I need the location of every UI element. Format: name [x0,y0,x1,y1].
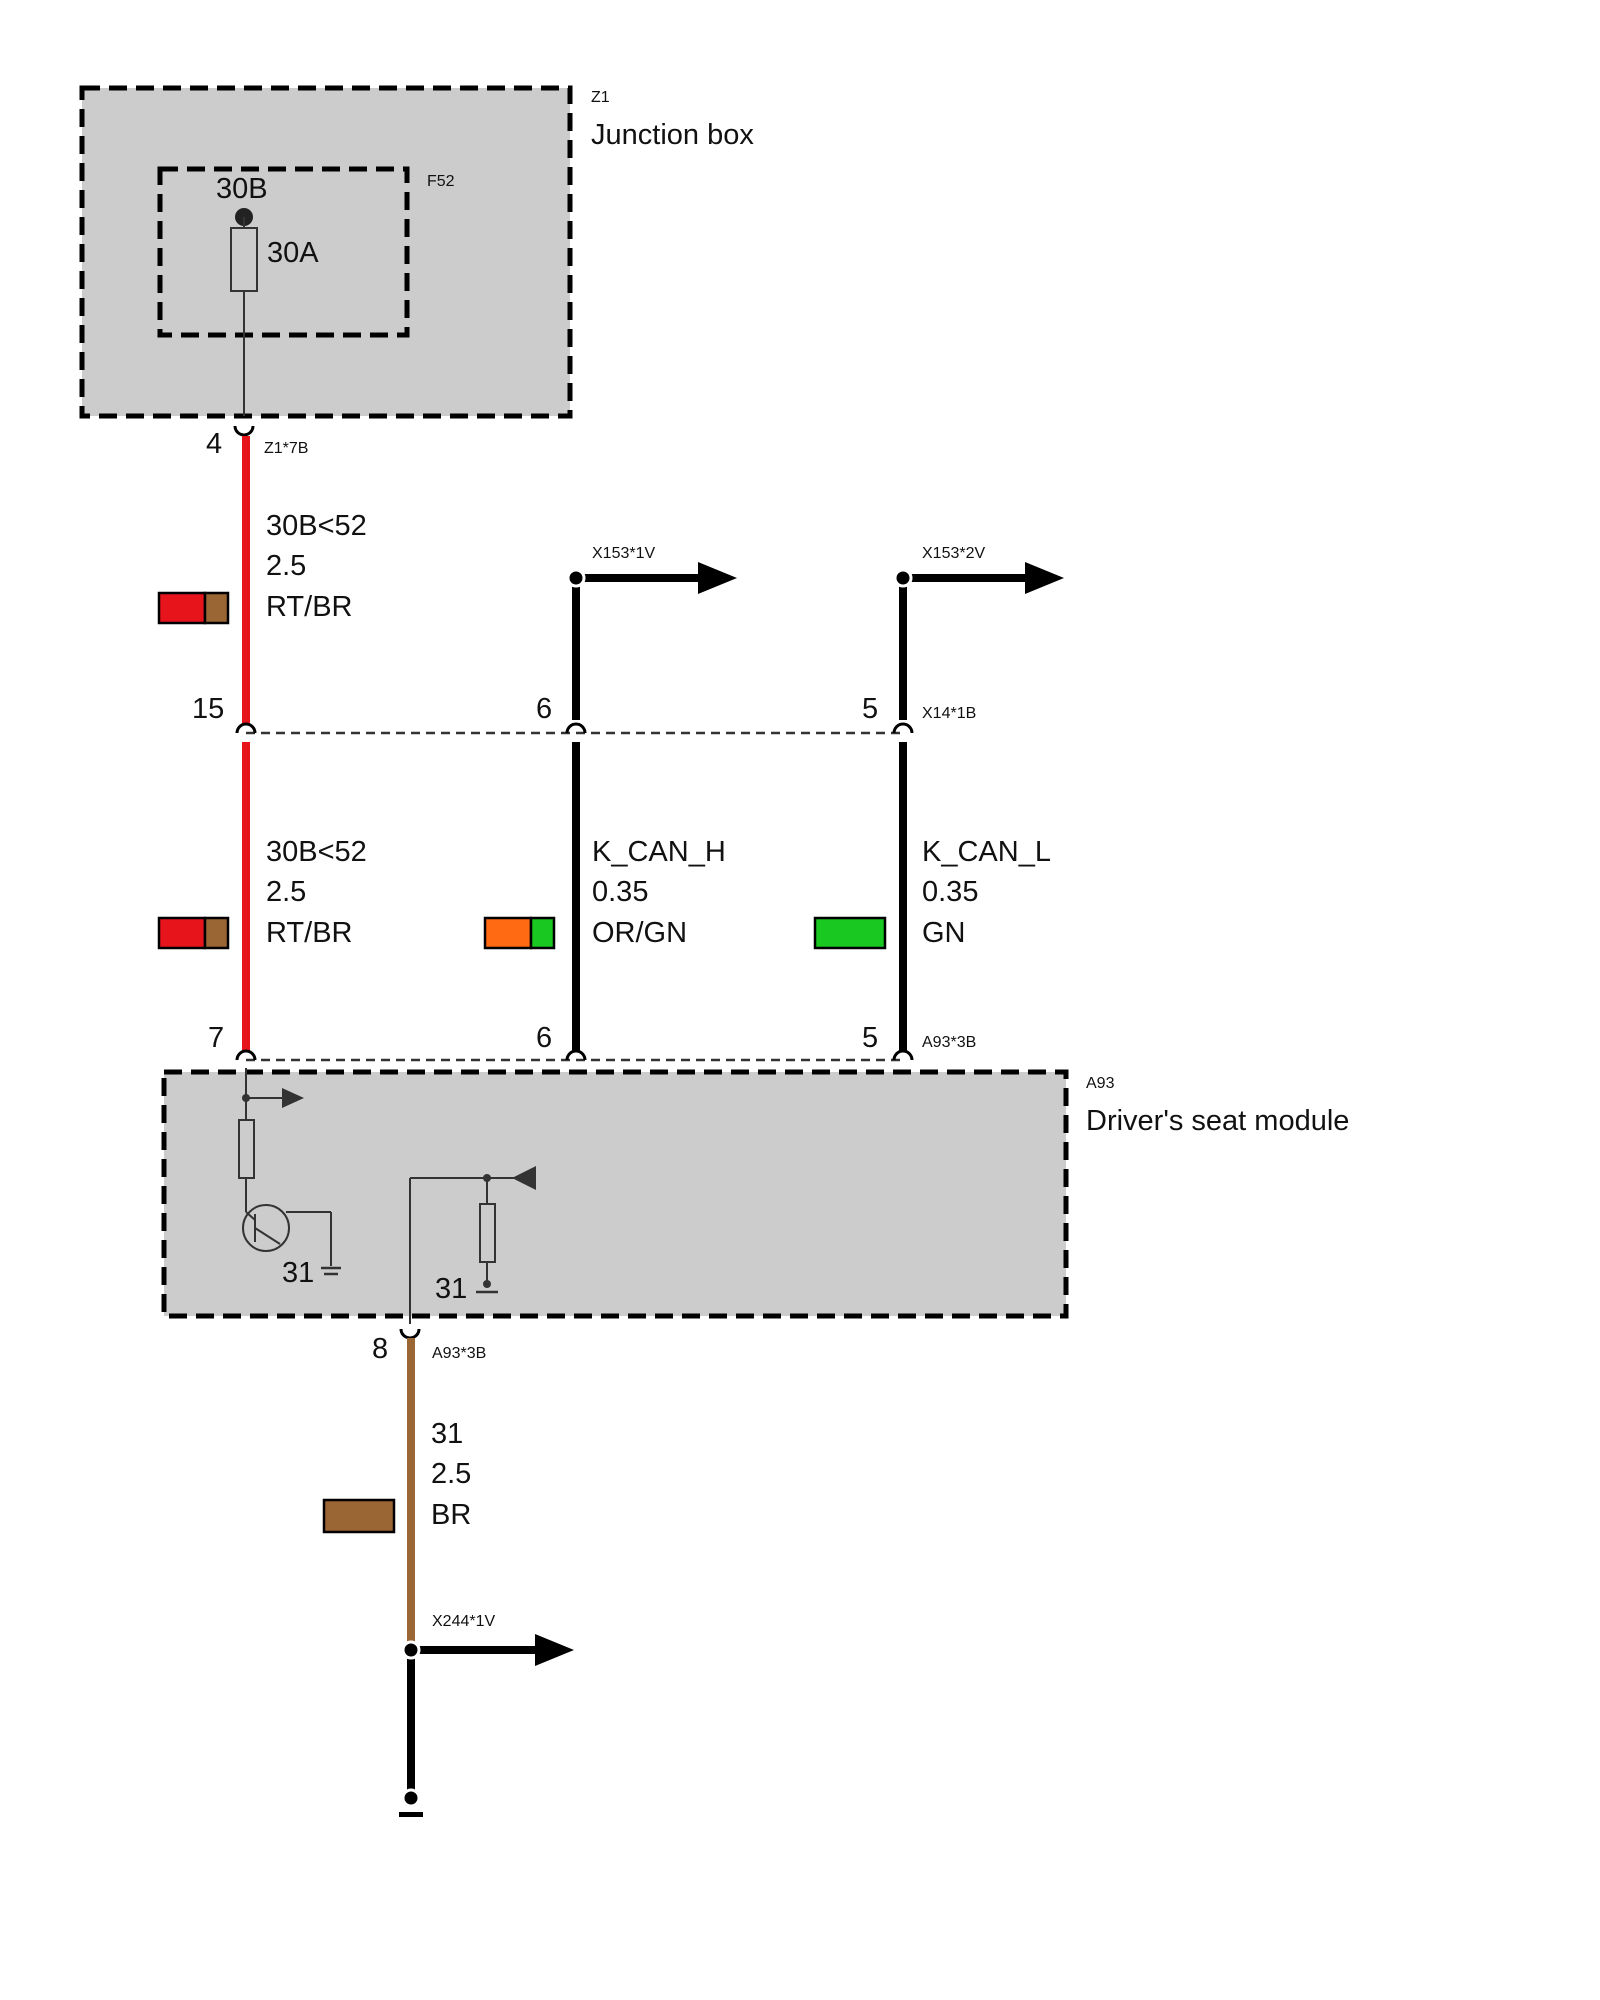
wire-can-h: K_CAN_H 0.35 OR/GN [483,742,726,1052]
connector-z1-id: Z1*7B [264,440,308,457]
wire-can-l-gauge: 0.35 [922,876,978,908]
ground-right-label: 31 [435,1273,467,1305]
connector-a93-pin-symbol-6 [565,1049,587,1061]
connector-z1-7b: 4 Z1*7B [206,425,308,460]
wire-can-h-signal: K_CAN_H [592,836,726,868]
drivers-seat-module-frame [161,1069,1069,1319]
drivers-seat-module-name: Driver's seat module [1086,1105,1349,1137]
ground-left-label: 31 [282,1257,314,1289]
wire-can-l: K_CAN_L 0.35 GN [813,742,1051,1052]
connector-x14-pin-symbol-15 [235,722,257,734]
junction-box-id: Z1 [591,89,610,106]
fuse-terminal-label: 30B [216,173,268,205]
input-arrow-icon [512,1166,536,1190]
transistor-icon [242,1204,290,1252]
connector-a93-pin-symbol-7 [235,1049,257,1061]
wire-power-upper-signal: 30B<52 [266,510,367,542]
can-h-branch-arrow-icon [698,562,737,594]
wire-ground-gauge: 2.5 [431,1458,471,1490]
input-circuit-left: 31 [238,1068,341,1289]
wire-color-swatch-red [157,591,207,625]
input-circuit-right: 31 [409,1166,536,1324]
connector-x14-pin-can-l: 5 [862,693,878,725]
chassis-ground-icon [399,1812,423,1817]
connector-x14-id: X14*1B [922,705,976,722]
transistor-collector [245,1211,256,1221]
wire-color-swatch-red [157,916,207,950]
connector-a93-pin-symbol-5 [892,1049,914,1061]
can-l-branch-arrow-icon [1025,562,1064,594]
junction-box-frame [79,85,573,419]
fuse-f52-frame [157,166,410,338]
connector-x244-1v: X244*1V [399,1613,574,1817]
wire-can-h-color-code: OR/GN [592,917,687,949]
connector-x244-id: X244*1V [432,1613,495,1630]
wire-power-lower-gauge: 2.5 [266,876,306,908]
connector-x14-pin-symbol-6 [565,722,587,734]
junction-box: Z1 Junction box F52 30B 30A [79,85,754,419]
wire-can-l-color-code: GN [922,917,966,949]
wire-power-lower-color-code: RT/BR [266,917,352,949]
wire-color-swatch-brown [203,916,230,950]
wire-ground-color-code: BR [431,1499,471,1531]
connector-a93-top-pin-can-l: 5 [862,1022,878,1054]
connector-x14-pin-power: 15 [192,693,224,725]
connector-x14-pin-can-h: 6 [536,693,552,725]
ground-branch-node [401,1640,421,1660]
connector-a93-bottom-pin-symbol [399,1328,421,1340]
connector-x14-pin-symbol-5 [892,722,914,734]
connector-a93-top-pin-power: 7 [208,1022,224,1054]
connector-z1-pin-symbol [233,425,255,437]
drivers-seat-module-id: A93 [1086,1075,1115,1092]
connector-x14-1b: 15 6 5 X14*1B [192,693,976,735]
fuse-rating-label: 30A [267,237,319,269]
ground-end-node [401,1788,421,1808]
connector-a93-3b-top: 7 6 5 A93*3B [208,1022,976,1062]
wire-color-swatch-green [813,916,887,950]
connector-a93-bottom-pin: 8 [372,1333,388,1365]
wire-color-swatch-brown [322,1498,396,1534]
wire-color-swatch-orange [483,916,533,950]
wire-ground: 31 2.5 BR [322,1338,471,1650]
connector-x153-2v: X153*2V [893,545,1064,720]
junction-box-name: Junction box [591,119,754,151]
wire-can-l-signal: K_CAN_L [922,836,1051,868]
ground-branch-arrow-icon [535,1634,574,1666]
wire-color-swatch-green [529,916,556,950]
connector-a93-top-id: A93*3B [922,1034,976,1051]
connector-a93-3b-bottom: 8 A93*3B [372,1328,486,1365]
wire-ground-signal: 31 [431,1418,463,1450]
connector-z1-pin: 4 [206,428,222,460]
wire-can-h-gauge: 0.35 [592,876,648,908]
can-l-branch-node [893,568,913,588]
can-h-branch-node [566,568,586,588]
connector-x153-2v-id: X153*2V [922,545,985,562]
wire-power-lower: 30B<52 2.5 RT/BR [157,742,367,1052]
fuse-id: F52 [427,173,455,190]
wire-power-upper-gauge: 2.5 [266,550,306,582]
wire-color-swatch-brown [203,591,230,625]
connector-x153-1v: X153*1V [566,545,737,720]
connector-x153-1v-id: X153*1V [592,545,655,562]
connector-a93-bottom-id: A93*3B [432,1345,486,1362]
drivers-seat-module: A93 Driver's seat module 31 [161,1068,1349,1324]
wire-power-lower-signal: 30B<52 [266,836,367,868]
wire-power-upper: 30B<52 2.5 RT/BR [157,436,367,725]
connector-a93-top-pin-can-h: 6 [536,1022,552,1054]
wire-power-upper-color-code: RT/BR [266,591,352,623]
transistor-emitter [254,1227,281,1245]
signal-arrow-icon [282,1088,304,1108]
pulldown-node [483,1280,491,1288]
